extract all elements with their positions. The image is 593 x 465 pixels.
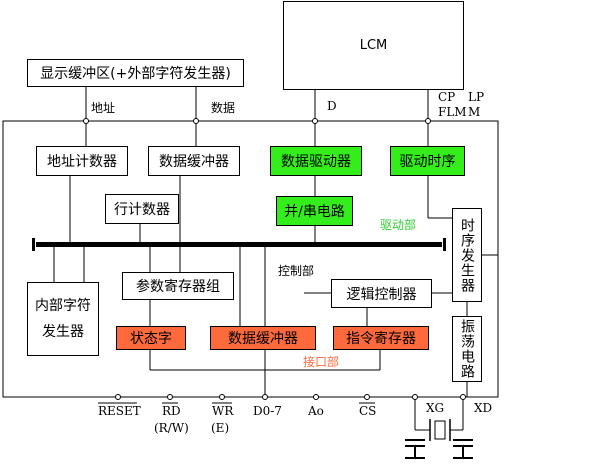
status-word-label: 状态字	[130, 331, 172, 347]
controller-outline	[2, 120, 499, 398]
data-driver-label: 数据驱动器	[281, 154, 351, 170]
lp-label: LP	[468, 90, 485, 104]
data-buffer-top-label: 数据缓冲器	[159, 154, 229, 170]
par-ser-block: 并/串电路	[276, 196, 353, 226]
logic-controller-label: 逻辑控制器	[346, 286, 417, 303]
drive-timing-label: 驱动时序	[399, 154, 456, 170]
display-buffer-block: 显示缓冲区(+外部字符发生器)	[27, 59, 244, 87]
lcm-block: LCM	[283, 1, 464, 90]
address-counter-label: 地址计数器	[47, 154, 117, 170]
pin-wr-sub-label: (E)	[211, 421, 230, 435]
pin-wr-label: WR	[212, 404, 234, 418]
flm-label: FLM	[438, 105, 467, 119]
status-word-block: 状态字	[116, 326, 186, 350]
char-generator-label: 内部字符发生器	[35, 298, 91, 340]
data-buffer-bottom-block: 数据缓冲器	[210, 326, 316, 350]
instruction-register-label: 指令寄存器	[346, 331, 416, 347]
pin-d07-label: D0-7	[253, 404, 282, 418]
param-registers-block: 参数寄存器组	[122, 272, 234, 300]
pin-cs-label: CS	[359, 404, 377, 418]
data-link-label: 数据	[211, 101, 236, 115]
oscillator-block: 振荡电路	[452, 316, 482, 382]
crystal-symbol	[429, 419, 451, 441]
timing-generator-label: 时序发生器	[459, 217, 475, 293]
capacitor-symbols	[405, 439, 473, 459]
drive-timing-block: 驱动时序	[390, 146, 465, 176]
d-link-label: D	[327, 99, 337, 113]
line-counter-label: 行计数器	[114, 202, 170, 218]
oscillator-label: 振荡电路	[459, 319, 475, 379]
control-section-label: 控制部	[278, 264, 315, 278]
data-driver-block: 数据驱动器	[270, 146, 362, 176]
pin-rd-label: RD	[162, 404, 181, 418]
lcm-label: LCM	[359, 38, 388, 53]
internal-bus	[32, 238, 446, 251]
address-counter-block: 地址计数器	[36, 146, 128, 176]
interface-section-label: 接口部	[303, 355, 340, 369]
pin-rd-sub-label: (R/W)	[154, 421, 189, 435]
par-ser-label: 并/串电路	[284, 204, 345, 220]
display-buffer-label: 显示缓冲区(+外部字符发生器)	[40, 66, 231, 82]
cp-label: CP	[438, 90, 456, 104]
pin-markers	[83, 118, 466, 400]
pin-xg-label: XG	[426, 401, 445, 415]
drive-section-label: 驱动部	[380, 218, 417, 232]
line-counter-block: 行计数器	[105, 194, 179, 224]
address-link-label: 地址	[91, 101, 116, 115]
data-buffer-top-block: 数据缓冲器	[148, 146, 240, 176]
param-registers-label: 参数寄存器组	[136, 279, 220, 295]
instruction-register-block: 指令寄存器	[333, 326, 429, 350]
pin-reset-label: RESET	[98, 404, 141, 418]
data-buffer-bottom-label: 数据缓冲器	[228, 331, 298, 347]
char-generator-block: 内部字符发生器	[27, 282, 99, 356]
timing-generator-block: 时序发生器	[452, 208, 482, 302]
pin-xd-label: XD	[474, 401, 493, 415]
m-label: M	[468, 105, 481, 119]
logic-controller-block: 逻辑控制器	[331, 279, 432, 308]
pin-a0-label: Ao	[308, 404, 324, 418]
